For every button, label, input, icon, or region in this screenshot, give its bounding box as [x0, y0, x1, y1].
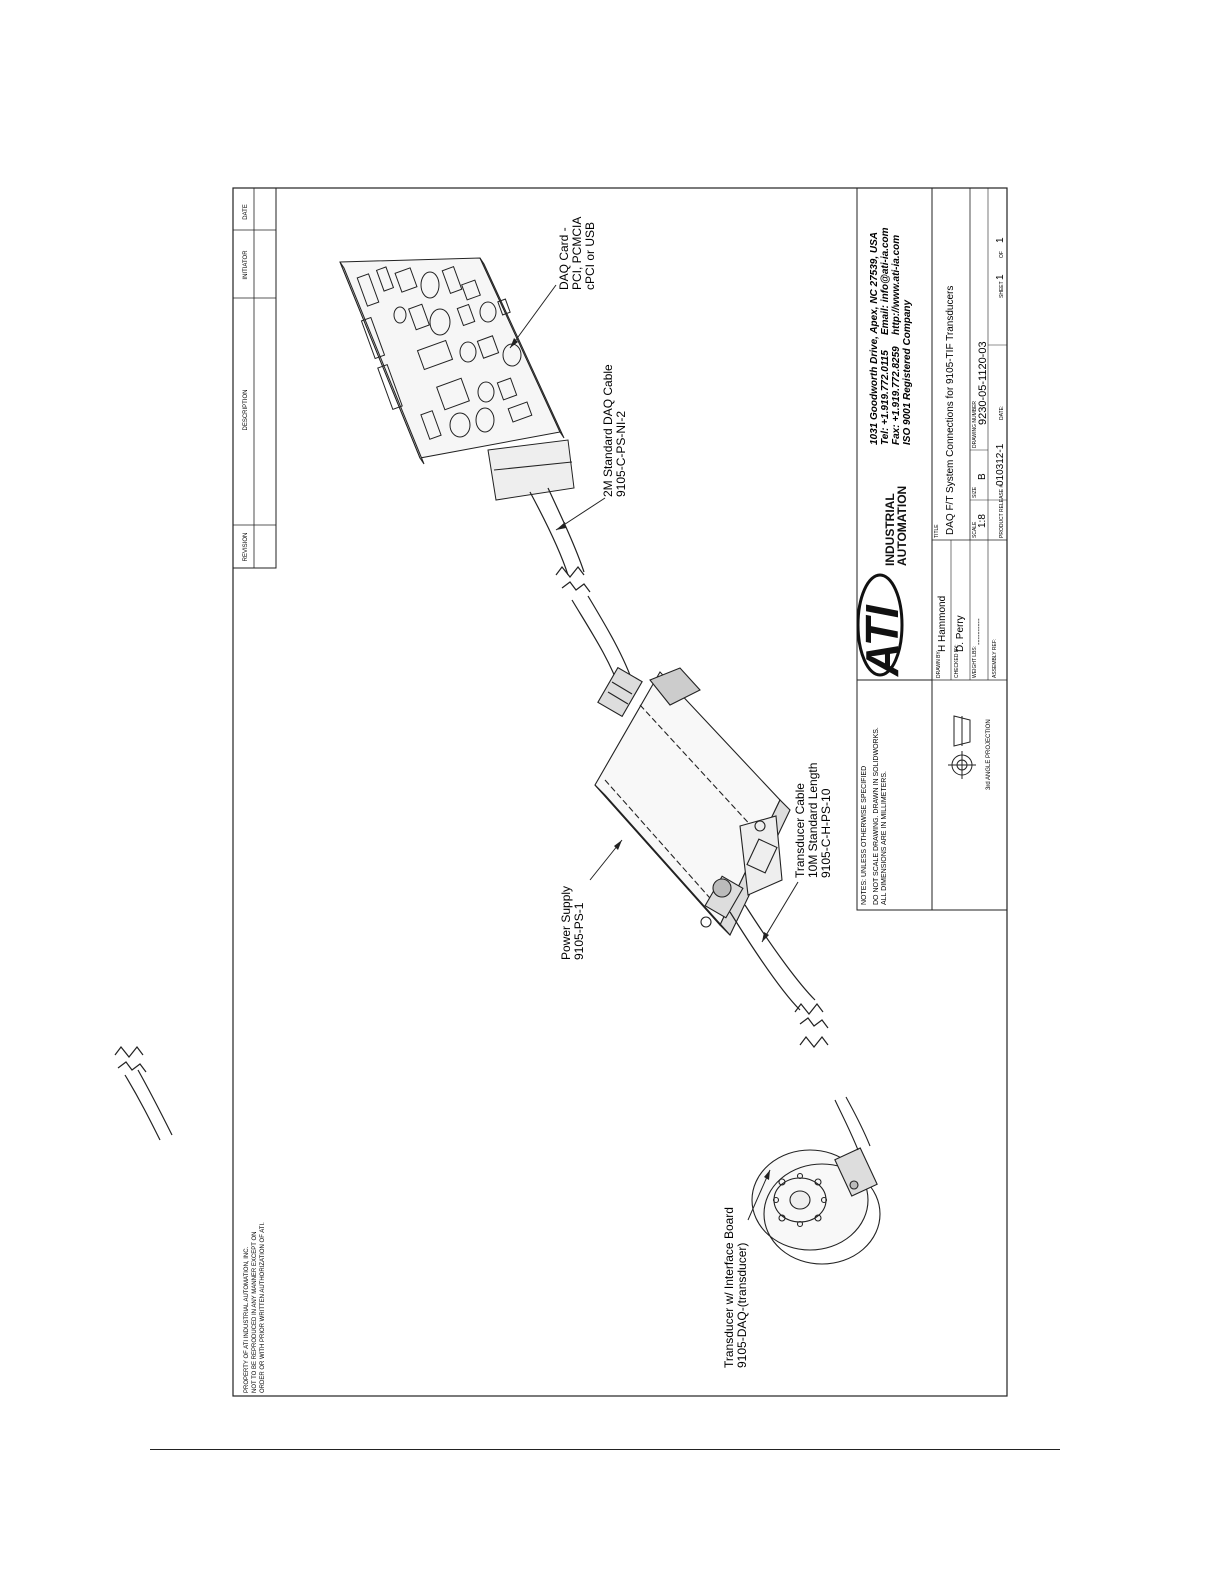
transducer-cable [729, 904, 829, 1048]
transducer-illustration [751, 1096, 881, 1265]
revision-block: DATE INITIATOR DESCRIPTION REVISION [232, 187, 277, 569]
svg-text:DRAWN BY:: DRAWN BY: [936, 650, 942, 678]
svg-text:9105-PS-1: 9105-PS-1 [572, 902, 586, 960]
title-block [856, 187, 1008, 911]
power-supply-illustration [594, 666, 791, 936]
title-block-fields: DRAWN BY: H Hammond CHECKED BY: D. Perry… [934, 237, 1006, 678]
rev-header-initiator: INITIATOR [243, 250, 249, 280]
weight-value: ---------- [974, 618, 983, 645]
sheet-value: 1 [995, 274, 1006, 280]
drawing-number-value: 9230-05-1120-03 [977, 341, 989, 425]
svg-text:WEIGHT LBS:: WEIGHT LBS: [972, 646, 978, 678]
callout-transducer: Transducer w/ Interface Board 9105-DAQ-(… [722, 1169, 771, 1368]
svg-text:10M Standard Length: 10M Standard Length [806, 763, 820, 878]
svg-text:ALL DIMENSIONS ARE IN MILLIMET: ALL DIMENSIONS ARE IN MILLIMETERS. [881, 771, 888, 905]
svg-text:NOT TO BE REPRODUCED IN ANY MA: NOT TO BE REPRODUCED IN ANY MANNER EXCEP… [252, 1232, 258, 1393]
svg-text:9105-C-H-PS-10: 9105-C-H-PS-10 [819, 788, 833, 878]
size-value: B [977, 473, 988, 480]
svg-text:DO NOT SCALE DRAWING. DRAWN I: DO NOT SCALE DRAWING. DRAWN IN SOLIDWORK… [873, 727, 880, 905]
drawn-by-value: H Hammond [937, 596, 948, 652]
callout-transducer-cable: Transducer Cable 10M Standard Length 910… [761, 763, 833, 943]
svg-text:DRAWING NUMBER: DRAWING NUMBER [972, 401, 978, 448]
company-iso: ISO 9001 Registered Company [902, 300, 913, 445]
company-web: http://www.ati-ia.com [891, 235, 902, 335]
daq-cable [529, 487, 635, 691]
sheet-total-value: 1 [995, 237, 1006, 243]
company-email: Email: info@ati-ia.com [880, 227, 891, 335]
callout-daq-card: DAQ Card - PCI, PCMCIA cPCI or USB [509, 217, 597, 349]
svg-text:SIZE: SIZE [972, 486, 978, 498]
callout-power-supply: Power Supply 9105-PS-1 [559, 839, 623, 960]
rev-header-date: DATE [243, 204, 249, 220]
company-info: 1031 Goodworth Drive, Apex, NC 27539, US… [869, 227, 913, 445]
svg-text:9105-C-PS-NI-2: 9105-C-PS-NI-2 [614, 411, 628, 497]
transducer-cable-lower [114, 1046, 173, 1141]
svg-text:SHEET: SHEET [999, 281, 1005, 298]
svg-text:PROPERTY OF ATI INDUSTRIAL AUT: PROPERTY OF ATI INDUSTRIAL AUTOMATION, I… [244, 1246, 250, 1393]
scale-value: 1:8 [977, 514, 988, 528]
svg-text:ASSEMBLY REF:: ASSEMBLY REF: [992, 639, 998, 678]
checked-by-value: D. Perry [955, 615, 966, 652]
svg-text:Transducer w/ Interface Board: Transducer w/ Interface Board [722, 1207, 736, 1368]
svg-text:CHECKED BY:: CHECKED BY: [954, 644, 960, 678]
company-fax: Fax: +1.919.772.8259 [891, 346, 902, 445]
ati-logo: ATI INDUSTRIAL AUTOMATION [856, 486, 909, 677]
drawing-title: DAQ F/T System Connections for 9105-TIF … [945, 286, 956, 535]
svg-text:Power Supply: Power Supply [559, 886, 573, 960]
svg-text:PRODUCT RELEASE #: PRODUCT RELEASE # [999, 485, 1005, 538]
svg-text:DAQ Card -: DAQ Card - [557, 227, 571, 290]
projection-symbol [948, 715, 976, 779]
rev-header-description: DESCRIPTION [243, 389, 249, 430]
notes-heading: NOTES: UNLESS OTHERWISE SPECIFIED [861, 766, 868, 905]
logo-mark: ATI [856, 604, 908, 677]
company-address: 1031 Goodworth Drive, Apex, NC 27539, US… [869, 232, 880, 445]
svg-text:9105-DAQ-(transducer): 9105-DAQ-(transducer) [735, 1243, 749, 1368]
logo-line1: INDUSTRIAL [883, 493, 897, 566]
svg-text:cPCI or USB: cPCI or USB [583, 222, 597, 290]
svg-text:PCI, PCMCIA: PCI, PCMCIA [570, 217, 584, 290]
svg-text:TITLE: TITLE [934, 524, 940, 538]
page-footer-rule [150, 1449, 1060, 1450]
callout-daq-cable: 2M Standard DAQ Cable 9105-C-PS-NI-2 [555, 364, 628, 531]
svg-text:Transducer Cable: Transducer Cable [793, 783, 807, 878]
logo-line2: AUTOMATION [895, 486, 909, 566]
property-notice: PROPERTY OF ATI INDUSTRIAL AUTOMATION, I… [244, 1222, 266, 1393]
svg-text:2M Standard DAQ Cable: 2M Standard DAQ Cable [601, 364, 615, 497]
svg-text:DATE:: DATE: [999, 406, 1005, 420]
daq-card-illustration [339, 257, 575, 501]
release-value: 010312-1 [995, 443, 1006, 486]
company-tel: Tel: +1.919.772.0115 [880, 350, 891, 445]
svg-text:ORDER OR WITH PRIOR WRITTEN AU: ORDER OR WITH PRIOR WRITTEN AUTHORIZATIO… [260, 1222, 266, 1393]
notes-block: NOTES: UNLESS OTHERWISE SPECIFIED DO NOT… [861, 715, 992, 905]
rev-header-revision: REVISION [243, 533, 249, 562]
svg-text:SCALE: SCALE [972, 521, 978, 538]
projection-label: 3rd ANGLE PROJECTION [986, 719, 992, 790]
svg-text:OF: OF [999, 251, 1005, 258]
